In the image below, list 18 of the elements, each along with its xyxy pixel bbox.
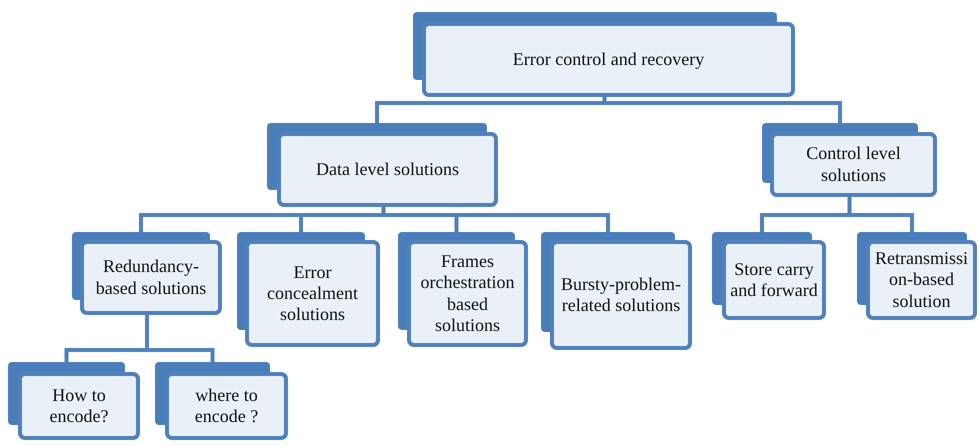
box-text: where to encode ?: [194, 384, 260, 428]
box-text: Error control and recovery: [512, 48, 704, 70]
box-text: Redundancy-based solutions: [94, 256, 208, 299]
box-text: How to encode?: [48, 384, 110, 428]
connector-line: [382, 207, 610, 232]
box-text: Retransmission-based solution: [874, 248, 969, 312]
stacked-box: [155, 362, 288, 440]
stacked-box: [8, 362, 140, 440]
box-text: Data level solutions: [316, 158, 459, 180]
box-text: Bursty-problem-related solutions: [560, 274, 682, 316]
box-text: Store carry and forward: [729, 258, 819, 302]
stacked-box: [857, 232, 977, 320]
connector-line: [602, 97, 842, 123]
box-text: Frames orchestration based solutions: [420, 251, 516, 336]
stacked-box: [712, 232, 826, 320]
stacked-box: [762, 123, 937, 197]
box-text: Error concealment solutions: [266, 262, 359, 326]
box-text: Control level solutions: [805, 143, 902, 186]
